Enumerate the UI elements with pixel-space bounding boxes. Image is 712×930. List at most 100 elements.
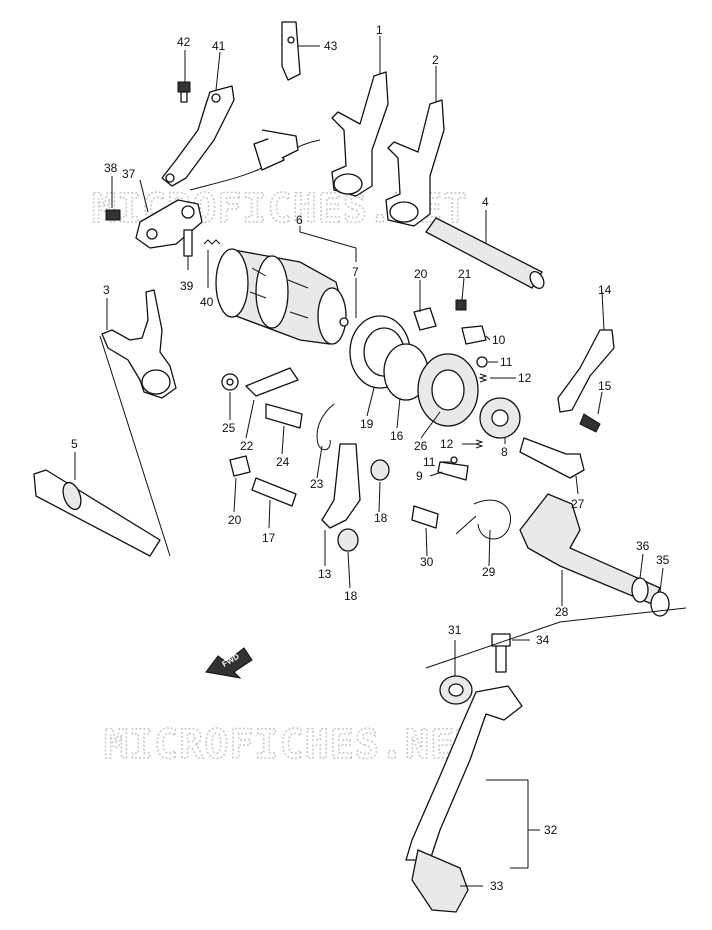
stopper-plate-41 bbox=[161, 85, 235, 187]
arm-22 bbox=[245, 367, 299, 397]
callout-18-upper: 18 bbox=[374, 511, 388, 525]
callout-11-lower: 11 bbox=[423, 455, 436, 469]
callout-27: 27 bbox=[571, 497, 585, 511]
callout-20-lower: 20 bbox=[228, 513, 242, 527]
callout-28: 28 bbox=[555, 605, 569, 619]
callout-24: 24 bbox=[276, 455, 290, 469]
shift-fork-2 bbox=[385, 99, 445, 227]
bolt-21 bbox=[455, 299, 467, 311]
callout-20-upper: 20 bbox=[414, 267, 428, 281]
callout-41: 41 bbox=[212, 39, 226, 53]
clip-43 bbox=[281, 21, 301, 81]
bolt-17 bbox=[251, 477, 297, 507]
callout-37: 37 bbox=[122, 167, 136, 181]
lever-rubber-33 bbox=[411, 849, 469, 913]
callout-26: 26 bbox=[414, 439, 428, 453]
shaft-end bbox=[529, 270, 545, 290]
pin-11-lower bbox=[450, 456, 458, 464]
callout-34: 34 bbox=[536, 633, 550, 647]
callout-39: 39 bbox=[180, 279, 194, 293]
fwd-arrow: FWD bbox=[205, 647, 253, 679]
callout-35: 35 bbox=[656, 553, 670, 567]
callout-31: 31 bbox=[448, 623, 462, 637]
callout-29: 29 bbox=[482, 565, 496, 579]
shift-drum-6 bbox=[215, 248, 347, 345]
clip-hole bbox=[287, 36, 295, 44]
switch-hole bbox=[146, 228, 158, 240]
bolt-15 bbox=[579, 413, 601, 433]
callout-23: 23 bbox=[310, 477, 324, 491]
callout-14: 14 bbox=[598, 283, 612, 297]
drum-ring bbox=[255, 255, 289, 329]
plate-13 bbox=[321, 443, 361, 529]
callout-21: 21 bbox=[458, 267, 472, 281]
callouts: 1 2 3 4 5 6 7 8 9 10 11 11 12 12 13 14 1… bbox=[71, 23, 670, 893]
drum-end bbox=[215, 248, 249, 318]
fork-boss bbox=[333, 173, 363, 195]
callout-16: 16 bbox=[390, 429, 404, 443]
gear-hub bbox=[491, 409, 509, 427]
collar-18-bottom bbox=[337, 528, 359, 552]
callout-12-upper: 12 bbox=[518, 371, 532, 385]
fork-shaft-5 bbox=[33, 469, 161, 557]
bolt-30 bbox=[411, 505, 439, 529]
screw-38 bbox=[105, 209, 121, 221]
plate-14 bbox=[557, 329, 615, 413]
callout-36: 36 bbox=[636, 539, 650, 553]
bolt-42-shank bbox=[180, 91, 188, 103]
spring-29 bbox=[455, 499, 511, 540]
callout-40: 40 bbox=[200, 295, 214, 309]
circlip-36 bbox=[631, 577, 649, 603]
callout-3: 3 bbox=[103, 283, 110, 297]
sensor-housing bbox=[261, 129, 299, 159]
stopper-20-lower bbox=[229, 455, 251, 477]
plate-hole bbox=[165, 173, 175, 183]
callout-17: 17 bbox=[262, 531, 276, 545]
callout-11-upper: 11 bbox=[500, 355, 513, 369]
cam-center bbox=[431, 369, 465, 411]
callout-8: 8 bbox=[501, 445, 508, 459]
callout-32: 32 bbox=[544, 823, 558, 837]
fork-shaft-4 bbox=[425, 217, 543, 289]
callout-5: 5 bbox=[71, 437, 78, 451]
fork-boss bbox=[141, 369, 171, 395]
callout-4: 4 bbox=[482, 195, 489, 209]
switch-hole bbox=[181, 205, 195, 219]
fork-boss bbox=[389, 201, 419, 223]
callout-12-lower: 12 bbox=[440, 437, 454, 451]
pawl-9 bbox=[437, 461, 469, 481]
spring-12 bbox=[478, 373, 488, 383]
callout-13: 13 bbox=[318, 567, 332, 581]
leader-lines bbox=[74, 36, 687, 887]
gearshift-shaft-28 bbox=[519, 493, 661, 605]
pin-7 bbox=[339, 317, 349, 327]
callout-10: 10 bbox=[492, 333, 506, 347]
callout-18-lower: 18 bbox=[344, 589, 358, 603]
bolt-24 bbox=[265, 403, 303, 429]
bolt-42 bbox=[177, 81, 191, 93]
spring-23 bbox=[316, 403, 335, 451]
callout-2: 2 bbox=[432, 53, 439, 67]
watermark-bottom: MICROFICHES.NET bbox=[104, 722, 480, 768]
callout-19: 19 bbox=[360, 417, 374, 431]
callout-43: 43 bbox=[324, 39, 338, 53]
callout-1: 1 bbox=[376, 23, 383, 37]
callout-25: 25 bbox=[222, 421, 236, 435]
spring-12-lower bbox=[474, 439, 484, 449]
pin-11 bbox=[476, 356, 488, 368]
callout-30: 30 bbox=[420, 555, 434, 569]
callout-42: 42 bbox=[177, 35, 191, 49]
drum-ring bbox=[317, 287, 347, 345]
callout-9: 9 bbox=[416, 469, 423, 483]
callout-38: 38 bbox=[104, 161, 118, 175]
shaft-collar bbox=[62, 481, 82, 511]
callout-7: 7 bbox=[352, 265, 359, 279]
callout-15: 15 bbox=[598, 379, 612, 393]
shift-fork-1 bbox=[331, 71, 389, 197]
stopper-20-top bbox=[413, 307, 437, 331]
callout-22: 22 bbox=[240, 439, 254, 453]
pin-39 bbox=[183, 229, 193, 257]
collar-18-top bbox=[370, 459, 390, 481]
